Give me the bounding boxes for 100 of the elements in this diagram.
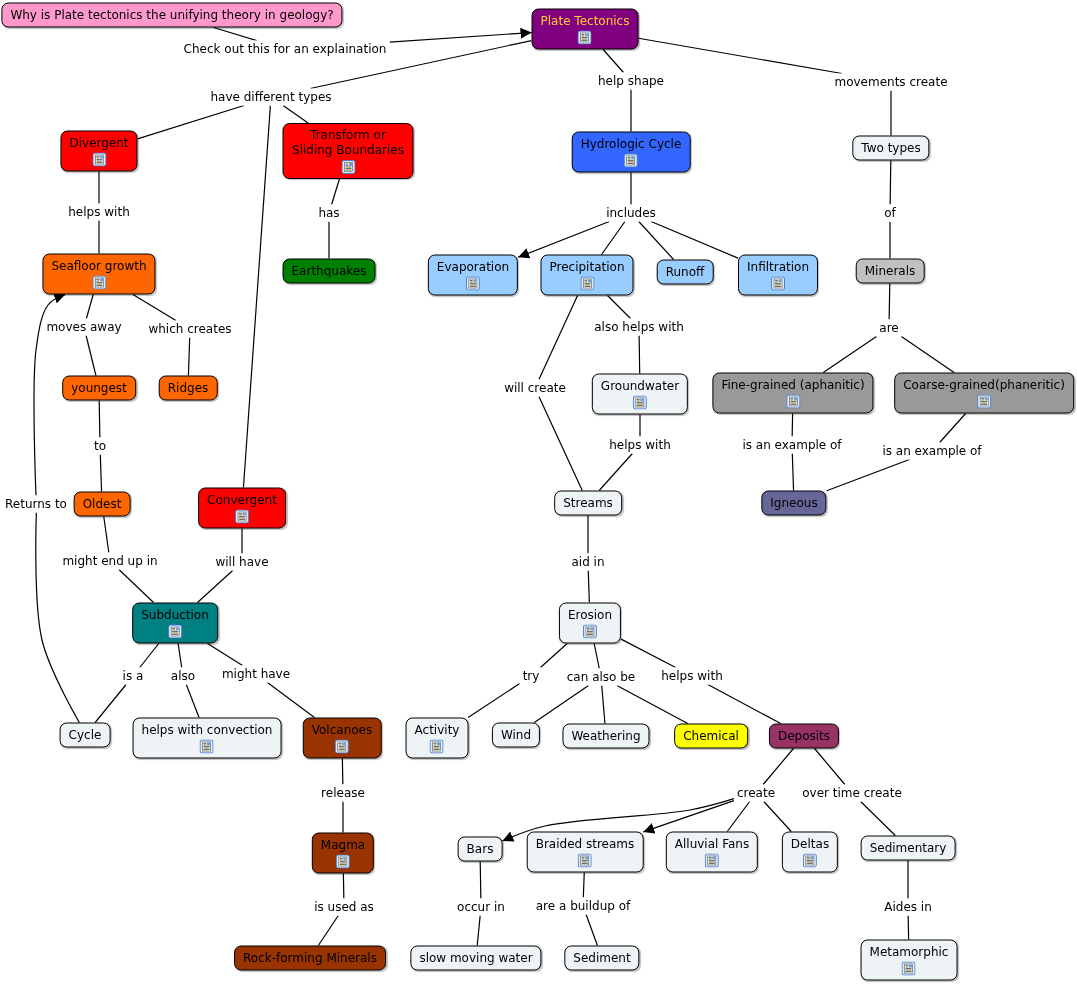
connector-line — [889, 220, 891, 260]
connector-line — [317, 914, 339, 947]
linking-phrase: includes — [603, 204, 659, 222]
connector-line — [890, 89, 892, 137]
connector-line — [206, 642, 244, 667]
concept-box — [712, 372, 874, 414]
connector-line — [103, 515, 110, 554]
connector-line — [136, 104, 245, 140]
connector-line — [85, 293, 94, 320]
concept-label: Earthquakes — [291, 263, 367, 279]
concept-label: Igneous — [770, 495, 818, 511]
concept-label: Erosion — [567, 607, 613, 623]
concept-box — [665, 831, 759, 873]
connector-line — [132, 293, 177, 322]
concept-label: Sediment — [573, 950, 631, 966]
connector-line — [585, 913, 599, 947]
concept-label: Ridges — [167, 380, 209, 396]
concept-label: Bars — [466, 841, 494, 857]
arrow — [33, 293, 66, 497]
connector-line — [822, 335, 878, 374]
connector-line — [533, 684, 590, 724]
connector-line — [266, 681, 316, 719]
connector-line — [900, 335, 955, 374]
concept-label: Minerals — [864, 263, 916, 279]
concept-box — [410, 945, 542, 971]
connector-line — [342, 800, 344, 834]
concept-label: Why is Plate tectonics the unifying theory in geology? — [10, 7, 334, 23]
connector-line — [939, 412, 967, 444]
concept-label: Hydrologic Cycle — [580, 136, 682, 152]
concept-label: slow moving water — [419, 950, 533, 966]
concept-label: Chemical — [683, 728, 739, 744]
concept-box — [282, 123, 414, 179]
concept-label: Subduction — [141, 607, 209, 623]
connector-line — [85, 334, 97, 377]
connector-line — [598, 452, 633, 492]
concept-label: Weathering — [571, 728, 641, 744]
connector-line — [341, 757, 344, 786]
concept-box — [855, 258, 925, 284]
connector-line — [309, 40, 533, 90]
concept-label: Runoff — [665, 264, 705, 280]
concept-label: Metamorphic — [869, 944, 949, 960]
connector-line — [98, 219, 100, 255]
concept-label: Wind — [500, 727, 532, 743]
concept-box — [591, 373, 689, 415]
connector-line — [185, 683, 200, 719]
connector-line — [630, 171, 632, 206]
connector-line — [616, 684, 689, 725]
concept-label: Coarse-grained(phaneritic) — [903, 377, 1065, 393]
concept-box — [405, 717, 469, 759]
concept-box — [42, 253, 156, 295]
concept-label: Oldest — [82, 496, 122, 512]
concept-box — [781, 831, 839, 873]
connector-line — [139, 642, 160, 669]
connector-line — [889, 159, 892, 206]
connector-line — [242, 104, 271, 489]
connector-line — [907, 914, 910, 941]
concept-box — [852, 135, 930, 161]
arrow — [501, 798, 735, 842]
concept-box — [1, 2, 343, 28]
connector-line — [602, 48, 625, 74]
concept-box — [282, 258, 376, 284]
concept-label: Seafloor growth — [51, 258, 147, 274]
concept-box — [491, 722, 541, 748]
concept-box — [198, 487, 286, 529]
concept-box — [132, 717, 282, 759]
connector-line — [650, 220, 739, 259]
concept-box — [531, 8, 639, 50]
connector-line — [638, 334, 641, 375]
concept-label: Volcanoes — [311, 722, 373, 738]
connector-line — [637, 37, 843, 75]
concept-box — [554, 490, 622, 516]
connector-line — [639, 413, 641, 438]
concept-box — [894, 372, 1074, 414]
concept-label: Alluvial Fans — [674, 836, 750, 852]
connector-line — [587, 569, 590, 604]
concept-box — [62, 375, 136, 401]
concept-label: Magma — [320, 837, 366, 853]
connector-line — [638, 220, 675, 261]
connector-line — [826, 458, 911, 492]
connector-line — [467, 682, 521, 719]
concept-box — [311, 832, 375, 874]
concept-label: Infiltration — [747, 259, 809, 275]
connector-line — [888, 282, 891, 321]
concept-box — [656, 259, 714, 285]
connector-line — [593, 642, 600, 670]
concept-label: helps with convection — [141, 722, 273, 738]
concept-box — [571, 131, 691, 173]
concept-box — [564, 945, 640, 971]
connector-line — [476, 914, 481, 947]
connector-line — [763, 800, 792, 833]
concept-label: Divergent — [69, 135, 129, 151]
concept-box — [558, 602, 622, 644]
concept-label: Fine-grained (aphanitic) — [721, 377, 865, 393]
connector-line — [282, 104, 309, 124]
connector-line — [538, 395, 583, 492]
concept-box — [73, 491, 131, 517]
connector-line — [196, 569, 234, 604]
connector-line — [762, 747, 795, 786]
connector-line — [35, 511, 80, 724]
connector-line — [707, 683, 782, 725]
